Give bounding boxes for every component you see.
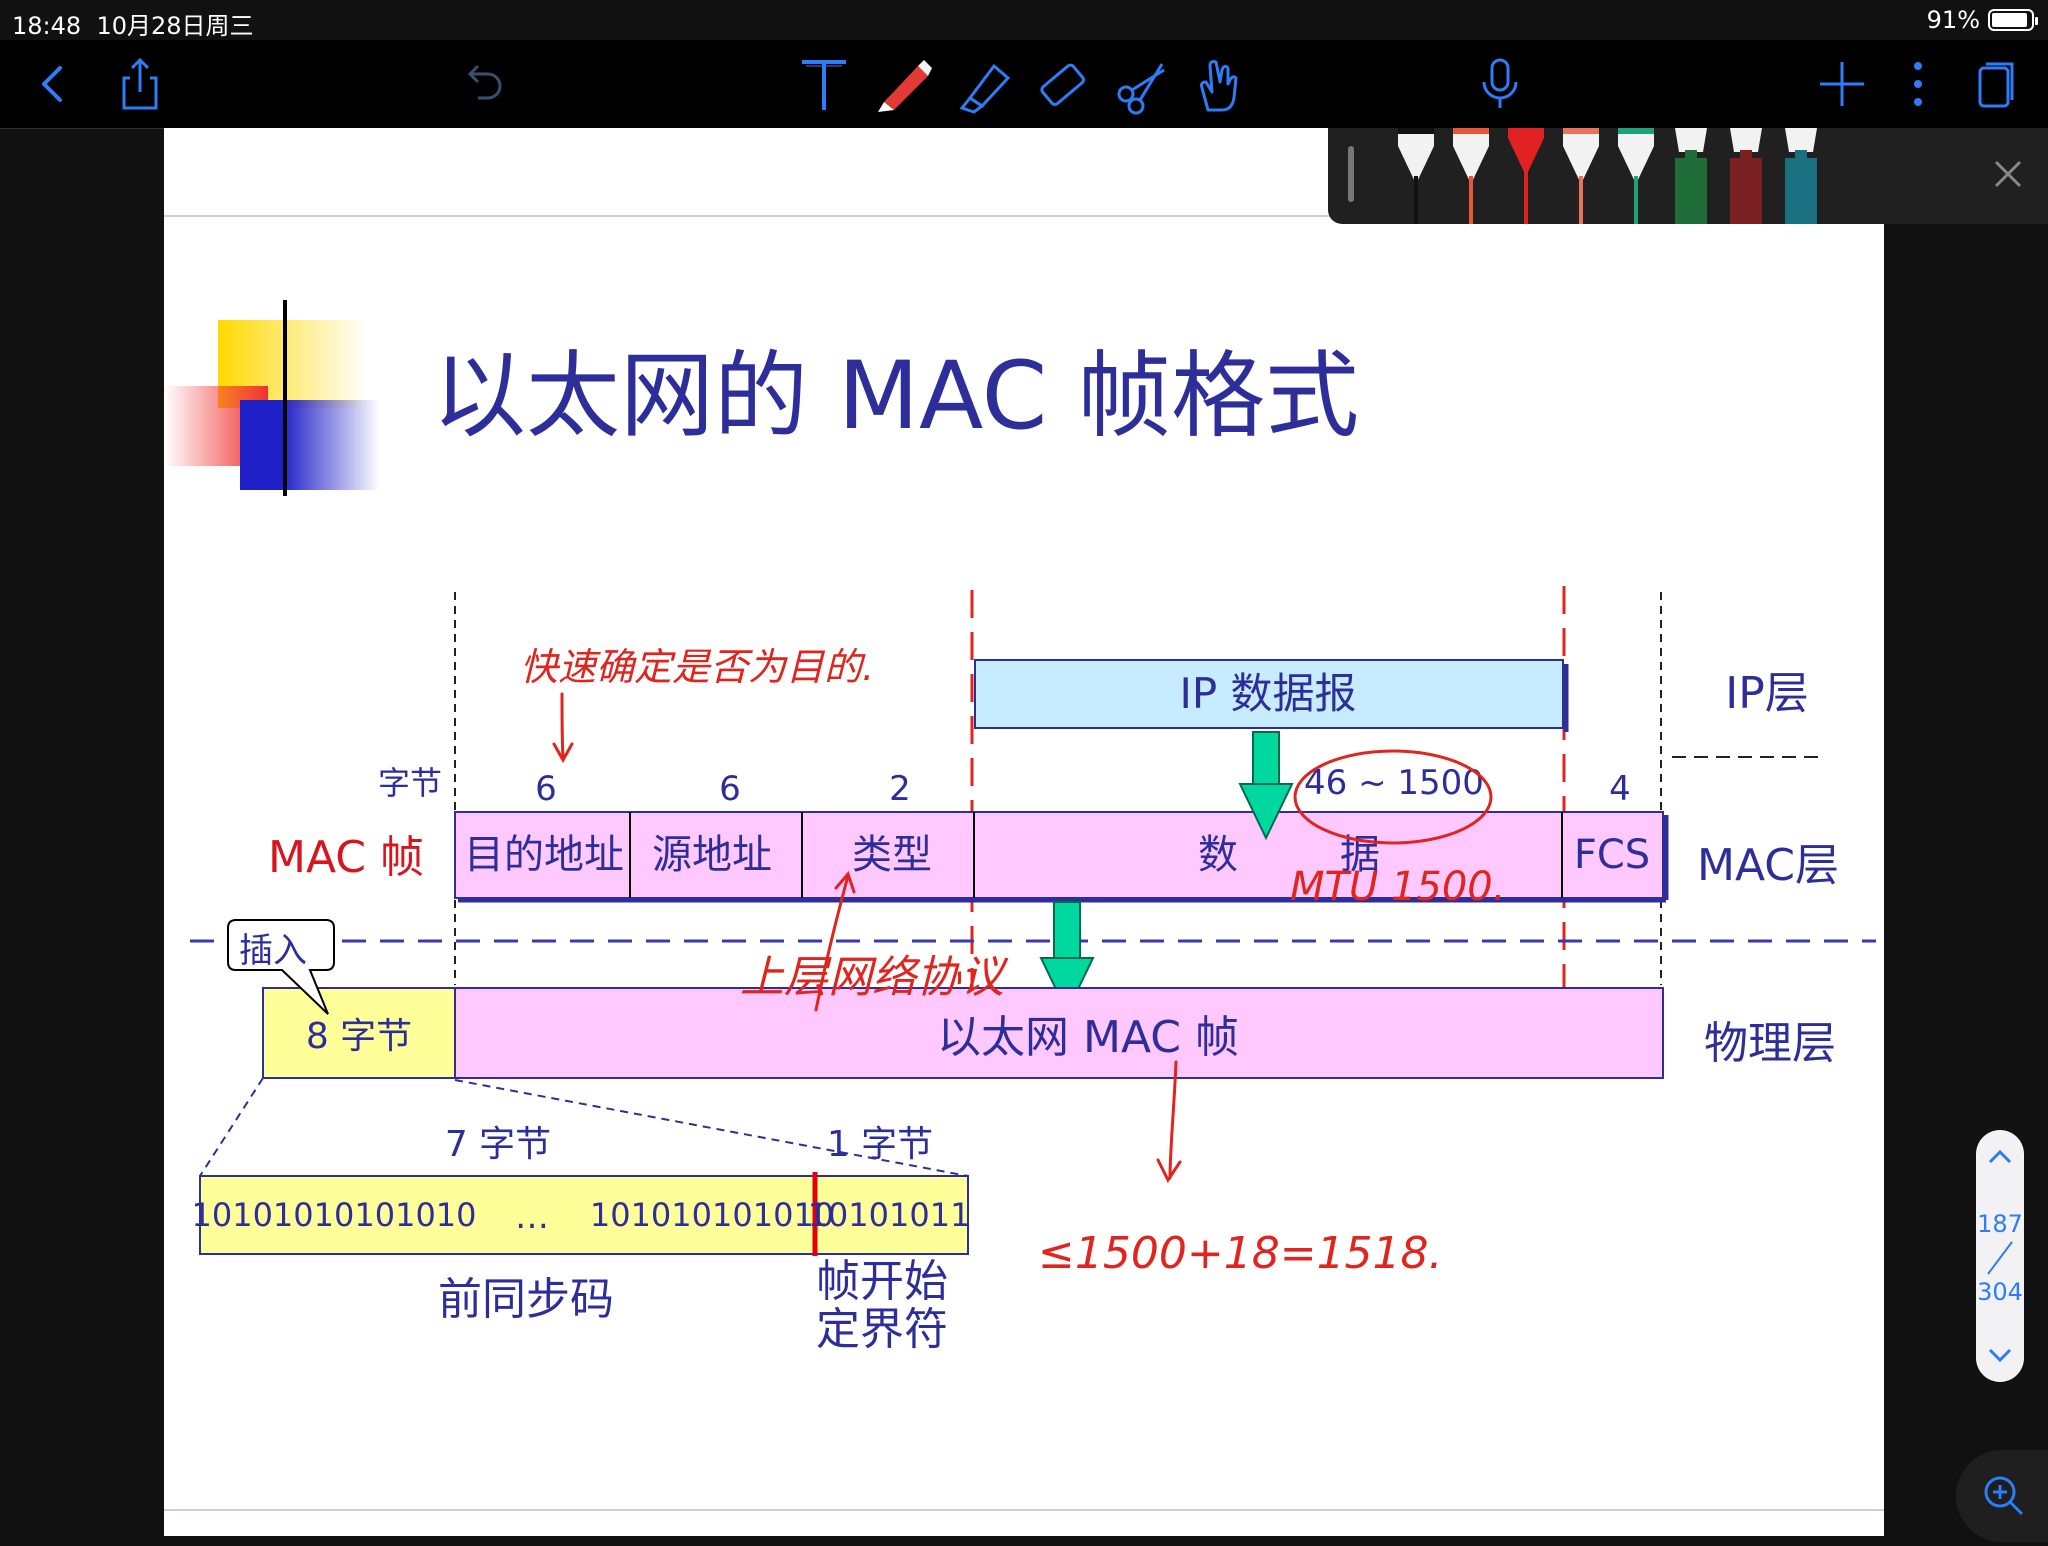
- ink-note-frame-size: ≤1500+18=1518.: [1038, 1228, 1443, 1279]
- insert-callout-label: 插入: [239, 931, 307, 971]
- preamble-bits-right: 101010101010: [590, 1196, 834, 1234]
- data-length-range: 46 ~ 1500: [1304, 763, 1484, 803]
- status-time-date: 18:48 10月28日周三: [12, 6, 254, 41]
- highlighter-tool-icon[interactable]: [952, 52, 1016, 116]
- pen-1[interactable]: [1398, 128, 1434, 224]
- dashed-guides: [190, 586, 1876, 990]
- mac-frame-label: MAC 帧: [268, 832, 424, 883]
- eraser-tool-icon[interactable]: [1030, 52, 1094, 116]
- pen-5[interactable]: [1618, 128, 1654, 224]
- field-dest-addr: 目的地址: [464, 832, 624, 878]
- sfd-bits: 10101011: [808, 1196, 971, 1234]
- title-decoration: [164, 300, 1700, 496]
- one-byte-label: 1 字节: [827, 1124, 933, 1165]
- pen-3[interactable]: [1508, 128, 1544, 224]
- preamble-bits-left: 10101010101010: [191, 1196, 476, 1234]
- page-current: 187: [1977, 1210, 2023, 1238]
- insert-callout: [227, 919, 335, 1015]
- page-navigator: 187 304: [1976, 1130, 2024, 1382]
- sfd-caption-line2: 定界符: [816, 1304, 948, 1355]
- status-time: 18:48: [12, 12, 82, 40]
- ip-datagram-label: IP 数据报: [1179, 669, 1356, 718]
- status-bar: 18:48 10月28日周三 91%: [0, 0, 2048, 40]
- field-fcs: FCS: [1574, 832, 1650, 878]
- zoom-guide-right: [454, 1079, 969, 1177]
- microphone-icon[interactable]: [1468, 52, 1532, 116]
- preamble-byte-count: 8 字节: [306, 1016, 412, 1057]
- ethernet-frame-label: 以太网 MAC 帧: [937, 1012, 1239, 1063]
- marker-8[interactable]: [1785, 128, 1817, 224]
- pen-2[interactable]: [1453, 128, 1489, 224]
- slide-page[interactable]: 以太网的 MAC 帧格式 IP 数据报 IP层 MAC层 物理层 字节 6 6 …: [164, 128, 1884, 1536]
- byte-count-src: 6: [719, 769, 741, 809]
- field-type: 类型: [852, 832, 932, 878]
- layer-physical: 物理层: [1704, 1018, 1836, 1069]
- page-slash-icon: [1987, 1241, 2013, 1275]
- zoom-in-icon: [1984, 1476, 2024, 1516]
- page-up-icon[interactable]: [1984, 1140, 2016, 1172]
- more-icon[interactable]: [1886, 52, 1950, 116]
- back-icon[interactable]: [22, 52, 86, 116]
- top-toolbar: [0, 40, 2048, 129]
- text-tool-icon[interactable]: [792, 52, 856, 116]
- preamble-box: [262, 987, 456, 1079]
- byte-count-fcs: 4: [1609, 769, 1631, 809]
- seven-bytes-label: 7 字节: [445, 1124, 551, 1165]
- ip-datagram-box: [974, 659, 1564, 729]
- field-data-1: 数: [1198, 832, 1238, 878]
- add-page-icon[interactable]: [1810, 52, 1874, 116]
- pen-4[interactable]: [1563, 128, 1599, 224]
- battery-percent: 91%: [1926, 6, 1980, 34]
- preamble-caption: 前同步码: [438, 1274, 614, 1325]
- pen-tool-icon[interactable]: [872, 52, 936, 116]
- share-icon[interactable]: [108, 52, 172, 116]
- byte-count-dest: 6: [535, 769, 557, 809]
- tray-drag-handle[interactable]: [1348, 146, 1354, 202]
- preamble-ellipsis: …: [515, 1197, 549, 1237]
- pen-set: [1398, 128, 1817, 224]
- byte-unit-label: 字节: [378, 764, 442, 802]
- marker-7[interactable]: [1730, 128, 1762, 224]
- handwritten-ink: [552, 692, 1493, 1183]
- zoom-guide-left: [199, 1077, 264, 1177]
- encapsulation-arrow-mac: [1039, 901, 1095, 1015]
- undo-icon[interactable]: [450, 52, 514, 116]
- slide-title: 以太网的 MAC 帧格式: [432, 342, 1359, 451]
- preamble-bits-box: [199, 1175, 969, 1255]
- ethernet-frame-box: [454, 987, 1664, 1079]
- encapsulation-arrow-ip: [1238, 731, 1294, 841]
- zoom-button[interactable]: [1956, 1450, 2048, 1542]
- field-src-addr: 源地址: [652, 832, 772, 878]
- ink-note-mtu: MTU 1500.: [1290, 864, 1505, 910]
- hand-tool-icon[interactable]: [1188, 52, 1252, 116]
- close-tray-icon[interactable]: [1988, 154, 2028, 194]
- byte-count-type: 2: [889, 769, 911, 809]
- pages-icon[interactable]: [1964, 52, 2028, 116]
- page-down-icon[interactable]: [1984, 1340, 2016, 1372]
- marker-6[interactable]: [1675, 128, 1707, 224]
- mac-frame: [454, 811, 1669, 903]
- ink-note-destination: 快速确定是否为目的.: [520, 645, 874, 689]
- layer-ip: IP层: [1725, 668, 1809, 719]
- status-date: 10月28日周三: [96, 12, 254, 40]
- scissors-tool-icon[interactable]: [1110, 52, 1174, 116]
- page-total: 304: [1977, 1278, 2023, 1306]
- battery-icon: [1988, 9, 2038, 31]
- pen-tray: [1328, 128, 2048, 224]
- sfd-caption-line1: 帧开始: [816, 1256, 948, 1307]
- layer-mac: MAC层: [1697, 840, 1839, 891]
- ink-note-upper-protocol: 上层网络协议: [740, 952, 1009, 1003]
